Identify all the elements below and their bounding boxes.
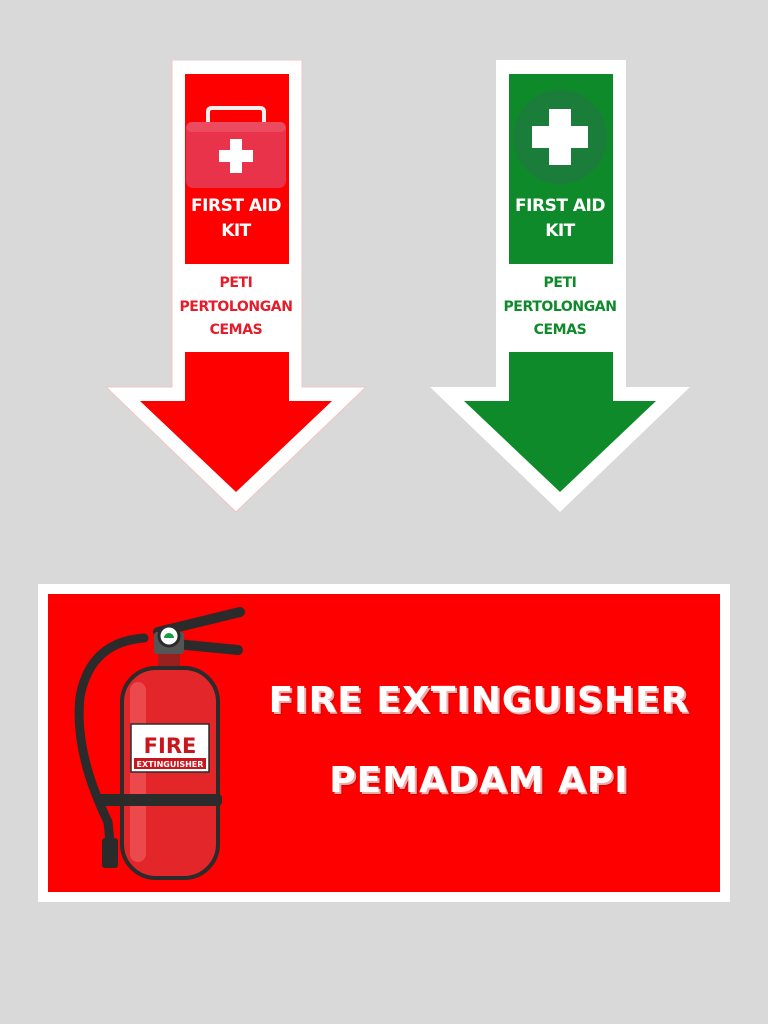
first-aid-subtitle-green: PETI PERTOLONGAN CEMAS — [503, 275, 617, 338]
first-aid-subtitle-red: PETI PERTOLONGAN CEMAS — [179, 275, 293, 338]
medical-cross-icon — [513, 90, 607, 184]
first-aid-title-green: FIRST AID KIT — [515, 196, 605, 241]
extinguisher-label-main: FIRE — [144, 734, 197, 758]
first-aid-title-red: FIRST AID KIT — [191, 196, 281, 241]
fire-sign-subtitle: PEMADAM API — [329, 760, 629, 801]
down-arrow-red-shape — [106, 60, 366, 512]
first-aid-sign-red: FIRST AID KIT PETI PERTOLONGAN CEMAS — [106, 60, 366, 512]
fire-sign-title: FIRE EXTINGUISHER — [268, 680, 690, 721]
fire-extinguisher-sign: FIRE EXTINGUISHER FIRE EXTINGUISHER PEMA… — [38, 584, 730, 902]
fire-extinguisher-icon: FIRE EXTINGUISHER — [74, 607, 245, 880]
extinguisher-label-sub: EXTINGUISHER — [137, 760, 204, 769]
first-aid-sign-green: FIRST AID KIT PETI PERTOLONGAN CEMAS — [430, 60, 690, 512]
down-arrow-green-shape — [430, 60, 690, 512]
fire-sign-panel: FIRE EXTINGUISHER FIRE EXTINGUISHER PEMA… — [48, 594, 720, 892]
first-aid-kit-icon — [186, 106, 286, 188]
